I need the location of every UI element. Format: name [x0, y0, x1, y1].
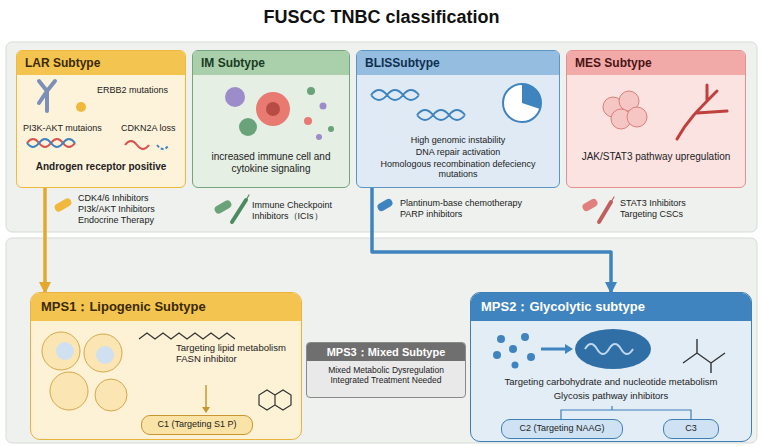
syringe-icon — [232, 195, 614, 222]
box-text: CDKN2A loss — [121, 123, 183, 133]
treatment-label: PI3k/AKT Inhibitors — [78, 204, 184, 215]
treatment-label: Endocrine Therapy — [78, 215, 184, 226]
subtype-box: MES SubtypeJAK/STAT3 pathway upregulatio… — [566, 50, 746, 188]
box-text: Targeting carbohydrate and nucleotide me… — [477, 377, 745, 388]
treatment-label: Immune Checkpoint Inhibitors（ICIs） — [252, 200, 350, 222]
box-heading: BLISSubtype — [357, 51, 559, 75]
box-text: Glycosis pathway inhibitors — [477, 391, 745, 402]
box-heading: MPS1：Lipogenic Subtype — [31, 293, 301, 321]
cluster-pill: C1 (Targeting S1 P) — [141, 415, 253, 435]
cluster-pill: C2 (Targeting NAAG) — [501, 419, 623, 439]
box-text: ERBB2 mutations — [97, 85, 183, 95]
box-heading: LAR Subtype — [17, 51, 185, 75]
treatment-label: Targeting CSCs — [620, 209, 740, 220]
box-text: High genomic instability — [363, 135, 553, 145]
subtype-box: MPS3：Mixed SubtypeMixed Metabolic Dysreg… — [306, 342, 466, 398]
cluster-pill: C3 — [663, 419, 719, 439]
box-heading: MPS3：Mixed Subtype — [307, 343, 465, 361]
treatment-label: PARP inhibitors — [400, 209, 550, 220]
box-text: C2 (Targeting NAAG) — [502, 420, 622, 436]
box-text: Homologous recombination defeciency muta… — [377, 159, 539, 180]
box-heading: IM Subtype — [193, 51, 349, 75]
box-text: C3 — [664, 420, 718, 436]
subtype-box: BLISSubtypeHigh genomic instabilityDNA r… — [356, 50, 560, 188]
box-text: Androgen receptor positive — [21, 161, 181, 173]
flow-arrow — [43, 188, 47, 292]
treatment-label: Plantinum-base chemotherapy — [400, 198, 550, 209]
subtype-box: MPS2：Glycolytic subtypeTargeting carbohy… — [470, 292, 752, 442]
flow-arrow — [372, 188, 611, 292]
subtype-box: MPS1：Lipogenic SubtypeTargeting lipid me… — [30, 292, 302, 440]
box-text: increased immune cell and cytokine signa… — [199, 151, 343, 174]
box-text: JAK/STAT3 pathway upregulation — [573, 151, 739, 163]
box-text: Targeting lipid metabolism FASN inhibito… — [176, 343, 298, 365]
treatment-label: STAT3 Inhibitors — [620, 198, 740, 209]
subtype-box: LAR SubtypeERBB2 mutationsPI3K-AKT mutai… — [16, 50, 186, 188]
treatment-label: CDK4/6 Inhibitors — [78, 193, 184, 204]
box-text: PI3K-AKT mutaions — [23, 123, 117, 133]
diagram-title: FUSCC TNBC classification — [0, 7, 763, 28]
box-heading: MPS2：Glycolytic subtype — [471, 293, 751, 321]
box-heading: MES Subtype — [567, 51, 745, 75]
box-text: Mixed Metabolic Dysregulation Integrated… — [313, 366, 459, 386]
box-text: DNA repair activation — [363, 147, 553, 157]
subtype-box: IM Subtype increased immune cell and cyto… — [192, 50, 350, 188]
box-text: C1 (Targeting S1 P) — [142, 416, 252, 432]
